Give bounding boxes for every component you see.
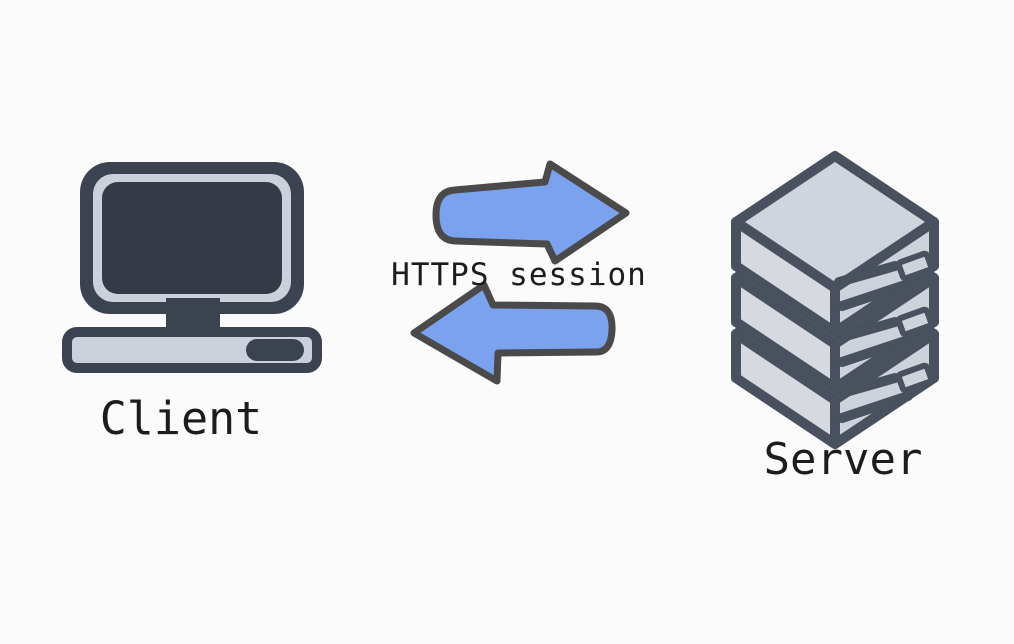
computer-monitor-icon: [62, 162, 322, 373]
https-session-label: HTTPS session: [391, 257, 647, 293]
arrow-right-icon: [432, 160, 630, 265]
monitor-screen: [102, 182, 282, 294]
vent-line: [834, 317, 900, 343]
server-label: Server: [763, 434, 923, 485]
vent-line: [834, 261, 900, 287]
port-slot: [895, 250, 935, 282]
vent-line: [837, 335, 913, 367]
server-unit-top: [731, 151, 939, 337]
vent-line: [837, 391, 913, 423]
client-label: Client: [99, 392, 263, 445]
server-stack-icon: [731, 151, 939, 449]
arrow-left-icon: [410, 281, 616, 385]
port-slot: [895, 306, 935, 338]
port-slot: [895, 362, 935, 394]
arrows: [410, 160, 630, 385]
base-slot: [246, 339, 304, 361]
vent-line: [834, 373, 900, 399]
vent-line: [837, 279, 913, 311]
